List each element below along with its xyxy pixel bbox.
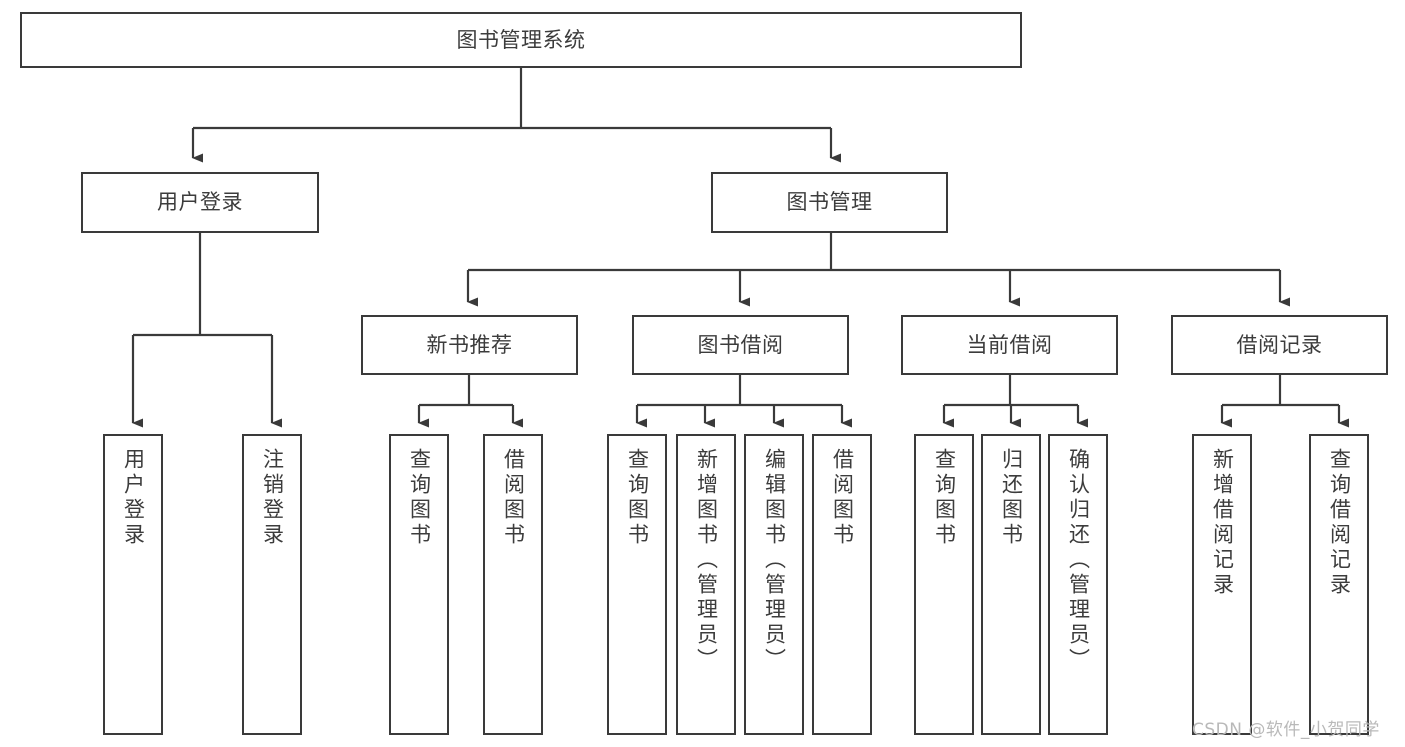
node-book-manage-label: 图书管理: [786, 190, 873, 215]
leaf-label: 注销登录: [260, 448, 285, 548]
leaf-record-1[interactable]: 查询借阅记录: [1309, 434, 1369, 735]
leaf-label: 查询图书: [625, 448, 650, 548]
edges-record-to-leaves: [1220, 375, 1349, 428]
node-record[interactable]: 借阅记录: [1171, 315, 1388, 375]
edges-booksmanage-to-level3: [466, 233, 1290, 307]
leaf-label: 用户登录: [121, 448, 146, 548]
leaf-label: 借阅图书: [501, 448, 526, 548]
node-user-login[interactable]: 用户登录: [81, 172, 319, 233]
leaf-record-0[interactable]: 新增借阅记录: [1192, 434, 1252, 735]
leaf-label: 编辑图书（管理员）: [762, 448, 787, 673]
leaf-borrow-2[interactable]: 编辑图书（管理员）: [744, 434, 804, 735]
node-new-book[interactable]: 新书推荐: [361, 315, 578, 375]
node-user-login-label: 用户登录: [157, 190, 243, 215]
leaf-label: 归还图书: [999, 448, 1024, 548]
leaf-label: 新增图书（管理员）: [694, 448, 719, 673]
edges-root-to-level2: [191, 68, 841, 163]
node-record-label: 借阅记录: [1236, 332, 1323, 357]
edges-newbook-to-leaves: [417, 375, 523, 428]
leaf-current-0[interactable]: 查询图书: [914, 434, 974, 735]
leaf-label: 查询图书: [407, 448, 432, 548]
leaf-borrow-1[interactable]: 新增图书（管理员）: [676, 434, 736, 735]
leaf-borrow-0[interactable]: 查询图书: [607, 434, 667, 735]
leaf-borrow-3[interactable]: 借阅图书: [812, 434, 872, 735]
leaf-new-book-1[interactable]: 借阅图书: [483, 434, 543, 735]
leaf-label: 查询图书: [932, 448, 957, 548]
leaf-label: 新增借阅记录: [1210, 448, 1235, 598]
leaf-label: 借阅图书: [830, 448, 855, 548]
node-current-label: 当前借阅: [966, 332, 1053, 357]
node-root[interactable]: 图书管理系统: [20, 12, 1022, 68]
node-borrow-label: 图书借阅: [697, 332, 784, 357]
leaf-user-login-0[interactable]: 用户登录: [103, 434, 163, 735]
node-current[interactable]: 当前借阅: [901, 315, 1118, 375]
edges-current-to-leaves: [942, 375, 1088, 428]
edges-borrow-to-leaves: [635, 375, 852, 428]
node-borrow[interactable]: 图书借阅: [632, 315, 849, 375]
node-book-manage[interactable]: 图书管理: [711, 172, 948, 233]
leaf-label: 确认归还（管理员）: [1066, 448, 1091, 673]
node-root-label: 图书管理系统: [456, 27, 586, 52]
leaf-new-book-0[interactable]: 查询图书: [389, 434, 449, 735]
leaf-label: 查询借阅记录: [1327, 448, 1352, 598]
edges-userlogin-to-leaves: [131, 232, 282, 428]
leaf-user-login-1[interactable]: 注销登录: [242, 434, 302, 735]
leaf-current-2[interactable]: 确认归还（管理员）: [1048, 434, 1108, 735]
node-new-book-label: 新书推荐: [426, 332, 513, 357]
leaf-current-1[interactable]: 归还图书: [981, 434, 1041, 735]
